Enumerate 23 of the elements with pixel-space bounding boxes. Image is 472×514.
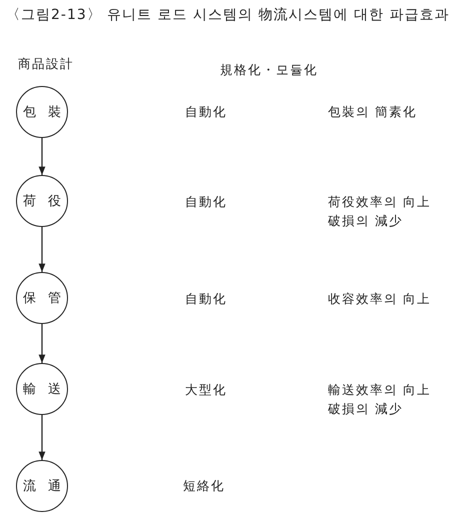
row-label: 自動化	[185, 194, 227, 211]
row-label: 破損의 減少	[328, 401, 403, 418]
row-label: 荷役效率의 向上	[328, 194, 431, 211]
arrow	[38, 415, 46, 460]
process-circle: 輸 送	[16, 363, 68, 415]
process-circle: 流 通	[16, 460, 68, 512]
row-label: 輸送效率의 向上	[328, 382, 431, 399]
process-circle: 保 管	[16, 272, 68, 324]
row-label: 自動化	[185, 291, 227, 308]
arrow	[38, 324, 46, 363]
process-circle: 荷 役	[16, 175, 68, 227]
figure-title: 〈그림2-13〉 유니트 로드 시스템의 物流시스템에 대한 파급효과	[6, 6, 450, 24]
column-heading: 規格化・모듈化	[220, 62, 318, 79]
row-label: 包裝의 簡素化	[328, 104, 417, 121]
arrow	[38, 227, 46, 272]
arrow	[38, 138, 46, 175]
row-label: 大型化	[185, 382, 227, 399]
row-label: 破損의 減少	[328, 213, 403, 230]
row-label: 自動化	[185, 104, 227, 121]
row-label: 收容效率의 向上	[328, 291, 431, 308]
process-circle: 包 裝	[16, 86, 68, 138]
column-heading: 商品設計	[18, 56, 74, 73]
row-label: 短絡化	[183, 478, 225, 495]
